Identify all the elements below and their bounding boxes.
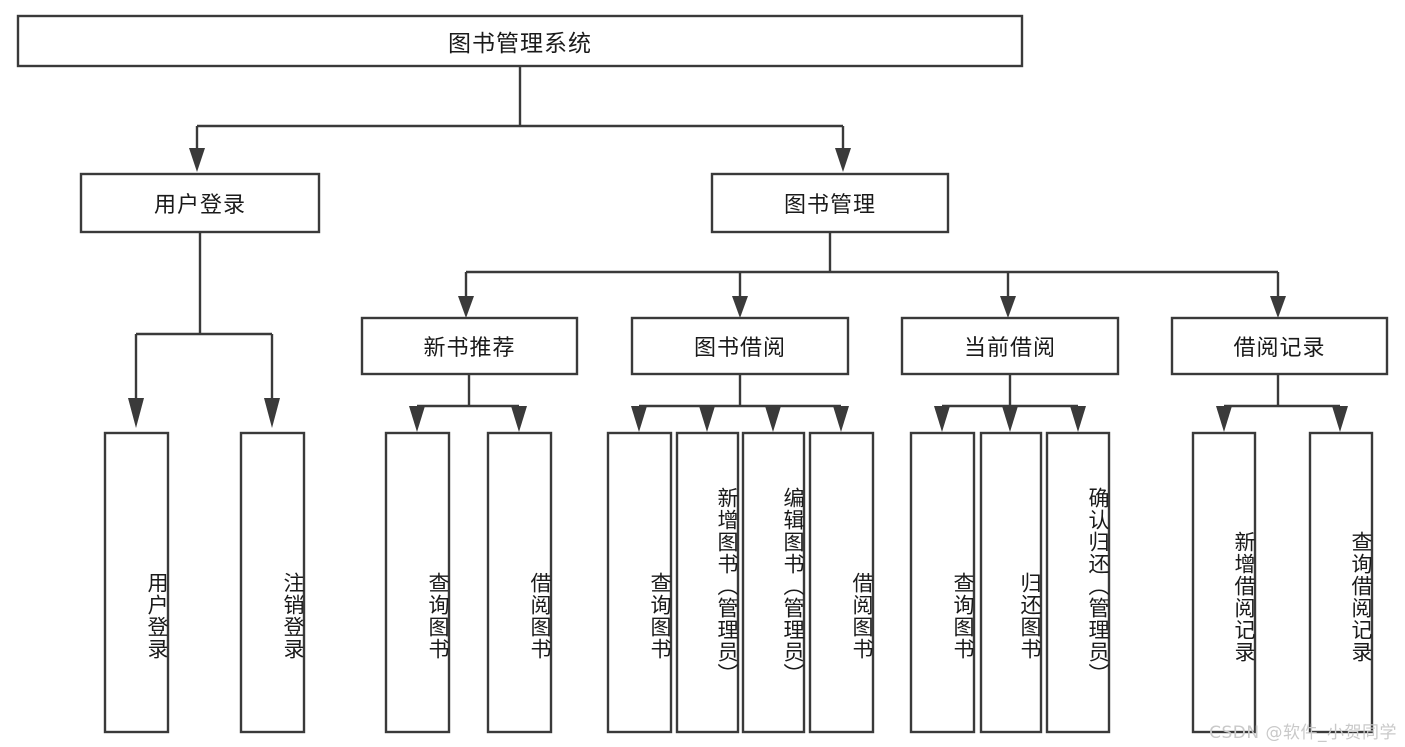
- leaf-borrow-records-0[interactable]: [1191, 431, 1257, 734]
- arrow-head-icon: [833, 406, 849, 432]
- arrow-head-icon: [1000, 296, 1016, 318]
- arrow-head-icon: [511, 406, 527, 432]
- arrow-head-icon: [1002, 406, 1018, 432]
- arrow-head-icon: [1332, 406, 1348, 432]
- leaf-book-borrow-3[interactable]: [808, 431, 875, 734]
- connector-userlogin-to-leaves: [128, 232, 280, 428]
- connector-bookmgmt-to-level2: [458, 232, 1286, 318]
- leaf-book-borrow-0[interactable]: [606, 431, 673, 734]
- connector-root-to-level1: [189, 66, 851, 172]
- arrow-head-icon: [765, 406, 781, 432]
- arrow-head-icon: [264, 398, 280, 428]
- arrow-head-icon: [934, 406, 950, 432]
- leaf-current-borrow-2[interactable]: [1045, 431, 1111, 734]
- leaf-new-book-0[interactable]: [384, 431, 451, 734]
- leaf-borrow-records-1[interactable]: [1308, 431, 1374, 734]
- arrow-head-icon: [835, 148, 851, 172]
- arrow-head-icon: [631, 406, 647, 432]
- connector-currentborrow-to-leaves: [934, 374, 1086, 432]
- node-new-book-recommend[interactable]: [360, 316, 579, 376]
- arrow-head-icon: [1270, 296, 1286, 318]
- leaf-book-borrow-2[interactable]: [741, 431, 806, 734]
- arrow-head-icon: [189, 148, 205, 172]
- arrow-head-icon: [458, 296, 474, 318]
- arrow-head-icon: [1070, 406, 1086, 432]
- node-book-management[interactable]: [710, 172, 950, 234]
- leaf-user-login-0[interactable]: [103, 431, 170, 734]
- arrow-head-icon: [699, 406, 715, 432]
- csdn-watermark: CSDN @软件_小贺同学: [1209, 723, 1397, 743]
- leaf-new-book-1[interactable]: [486, 431, 553, 734]
- node-book-borrow[interactable]: [630, 316, 850, 376]
- node-current-borrow[interactable]: [900, 316, 1120, 376]
- leaf-current-borrow-0[interactable]: [909, 431, 976, 734]
- leaf-user-login-1[interactable]: [239, 431, 306, 734]
- leaf-current-borrow-1[interactable]: [979, 431, 1043, 734]
- arrow-head-icon: [128, 398, 144, 428]
- arrow-head-icon: [732, 296, 748, 318]
- leaf-book-borrow-1[interactable]: [675, 431, 740, 734]
- arrow-head-icon: [1216, 406, 1232, 432]
- connector-borrowbook-to-leaves: [631, 374, 849, 432]
- connector-borrowrecords-to-leaves: [1216, 374, 1348, 432]
- node-user-login[interactable]: [79, 172, 321, 234]
- arrow-head-icon: [409, 406, 425, 432]
- node-root-book-management-system[interactable]: [16, 14, 1024, 68]
- connector-newbook-to-leaves: [409, 374, 527, 432]
- node-borrow-records[interactable]: [1170, 316, 1389, 376]
